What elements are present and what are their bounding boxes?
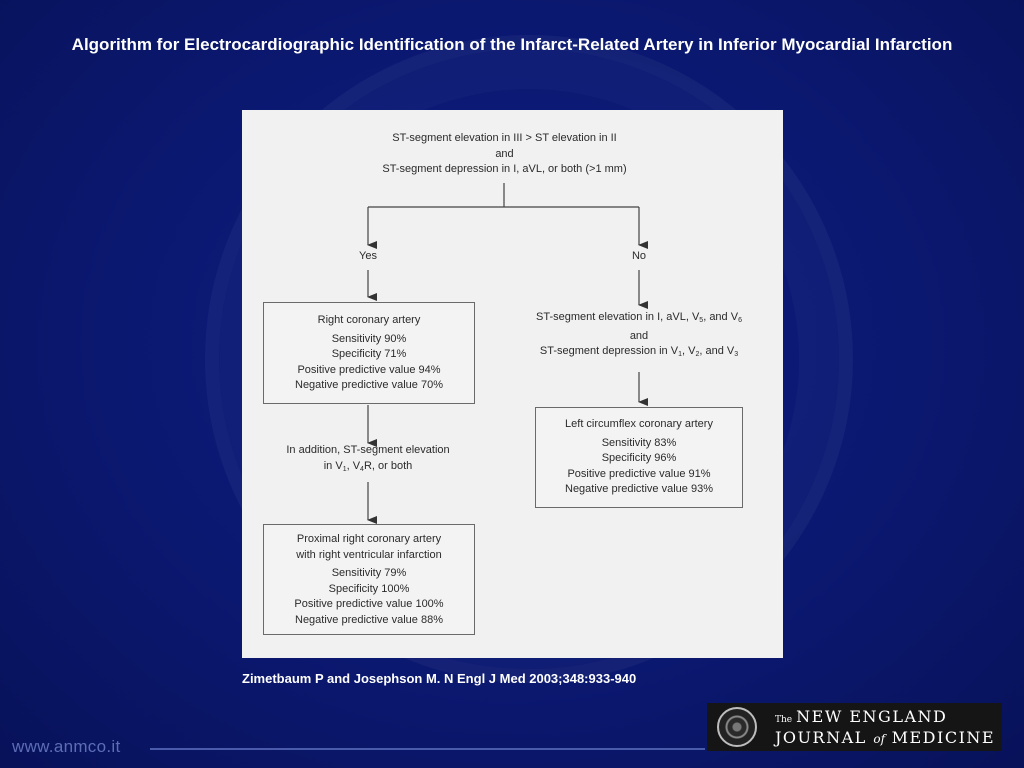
rca-specificity: Specificity 71% xyxy=(331,348,407,360)
flowchart-figure: ST-segment elevation in III > ST elevati… xyxy=(242,110,783,658)
lcx-criterion-line-1: ST-segment elevation in I, aVL, V5, and … xyxy=(536,311,742,324)
proximal-npv: Negative predictive value 88% xyxy=(295,613,443,626)
rca-sensitivity: Sensitivity 90% xyxy=(331,332,407,345)
rca-title: Right coronary artery xyxy=(317,314,421,326)
addition-criterion: In addition, ST-segment elevation in V1,… xyxy=(258,443,478,477)
lcx-result-box: Left circumflex coronary artery Sensitiv… xyxy=(535,407,743,508)
root-line-2: and xyxy=(495,147,514,160)
rca-result-box: Right coronary artery Sensitivity 90% Sp… xyxy=(263,302,475,404)
citation: Zimetbaum P and Josephson M. N Engl J Me… xyxy=(242,671,637,686)
rca-ppv: Positive predictive value 94% xyxy=(297,363,441,376)
addition-line-1: In addition, ST-segment elevation xyxy=(286,444,450,456)
no-label: No xyxy=(631,250,647,262)
rca-npv: Negative predictive value 70% xyxy=(295,379,443,391)
lcx-criterion-line-2: and xyxy=(629,329,649,342)
proximal-ppv: Positive predictive value 100% xyxy=(294,598,444,610)
journal-seal-icon xyxy=(717,707,757,747)
addition-line-2: in V1, V4R, or both xyxy=(323,459,413,473)
proximal-title-1: Proximal right coronary artery xyxy=(296,533,442,545)
lcx-criterion: ST-segment elevation in I, aVL, V5, and … xyxy=(504,310,774,363)
proximal-sensitivity: Sensitivity 79% xyxy=(331,567,407,579)
lcx-npv: Negative predictive value 93% xyxy=(565,483,713,495)
proximal-title-2: with right ventricular infarction xyxy=(296,548,442,561)
slide-title: Algorithm for Electrocardiographic Ident… xyxy=(71,35,953,54)
lcx-criterion-line-3: ST-segment depression in V1, V2, and V3 xyxy=(539,345,739,358)
lcx-title: Left circumflex coronary artery xyxy=(565,418,713,430)
flowchart-connectors xyxy=(367,183,648,524)
yes-label: Yes xyxy=(359,250,377,262)
root-line-3: ST-segment depression in I, aVL, or both… xyxy=(382,163,627,175)
footer-url: www.anmco.it xyxy=(12,737,121,756)
proximal-rca-result-box: Proximal right coronary artery with righ… xyxy=(263,524,475,635)
root-criterion: ST-segment elevation in III > ST elevati… xyxy=(342,131,667,178)
lcx-sensitivity: Sensitivity 83% xyxy=(601,436,677,449)
journal-logo-line-2: JOURNAL of MEDICINE xyxy=(775,728,996,747)
footer-rule xyxy=(150,748,705,750)
lcx-ppv: Positive predictive value 91% xyxy=(567,467,711,480)
lcx-specificity: Specificity 96% xyxy=(601,452,677,464)
proximal-specificity: Specificity 100% xyxy=(328,582,410,595)
root-line-1: ST-segment elevation in III > ST elevati… xyxy=(392,132,617,144)
